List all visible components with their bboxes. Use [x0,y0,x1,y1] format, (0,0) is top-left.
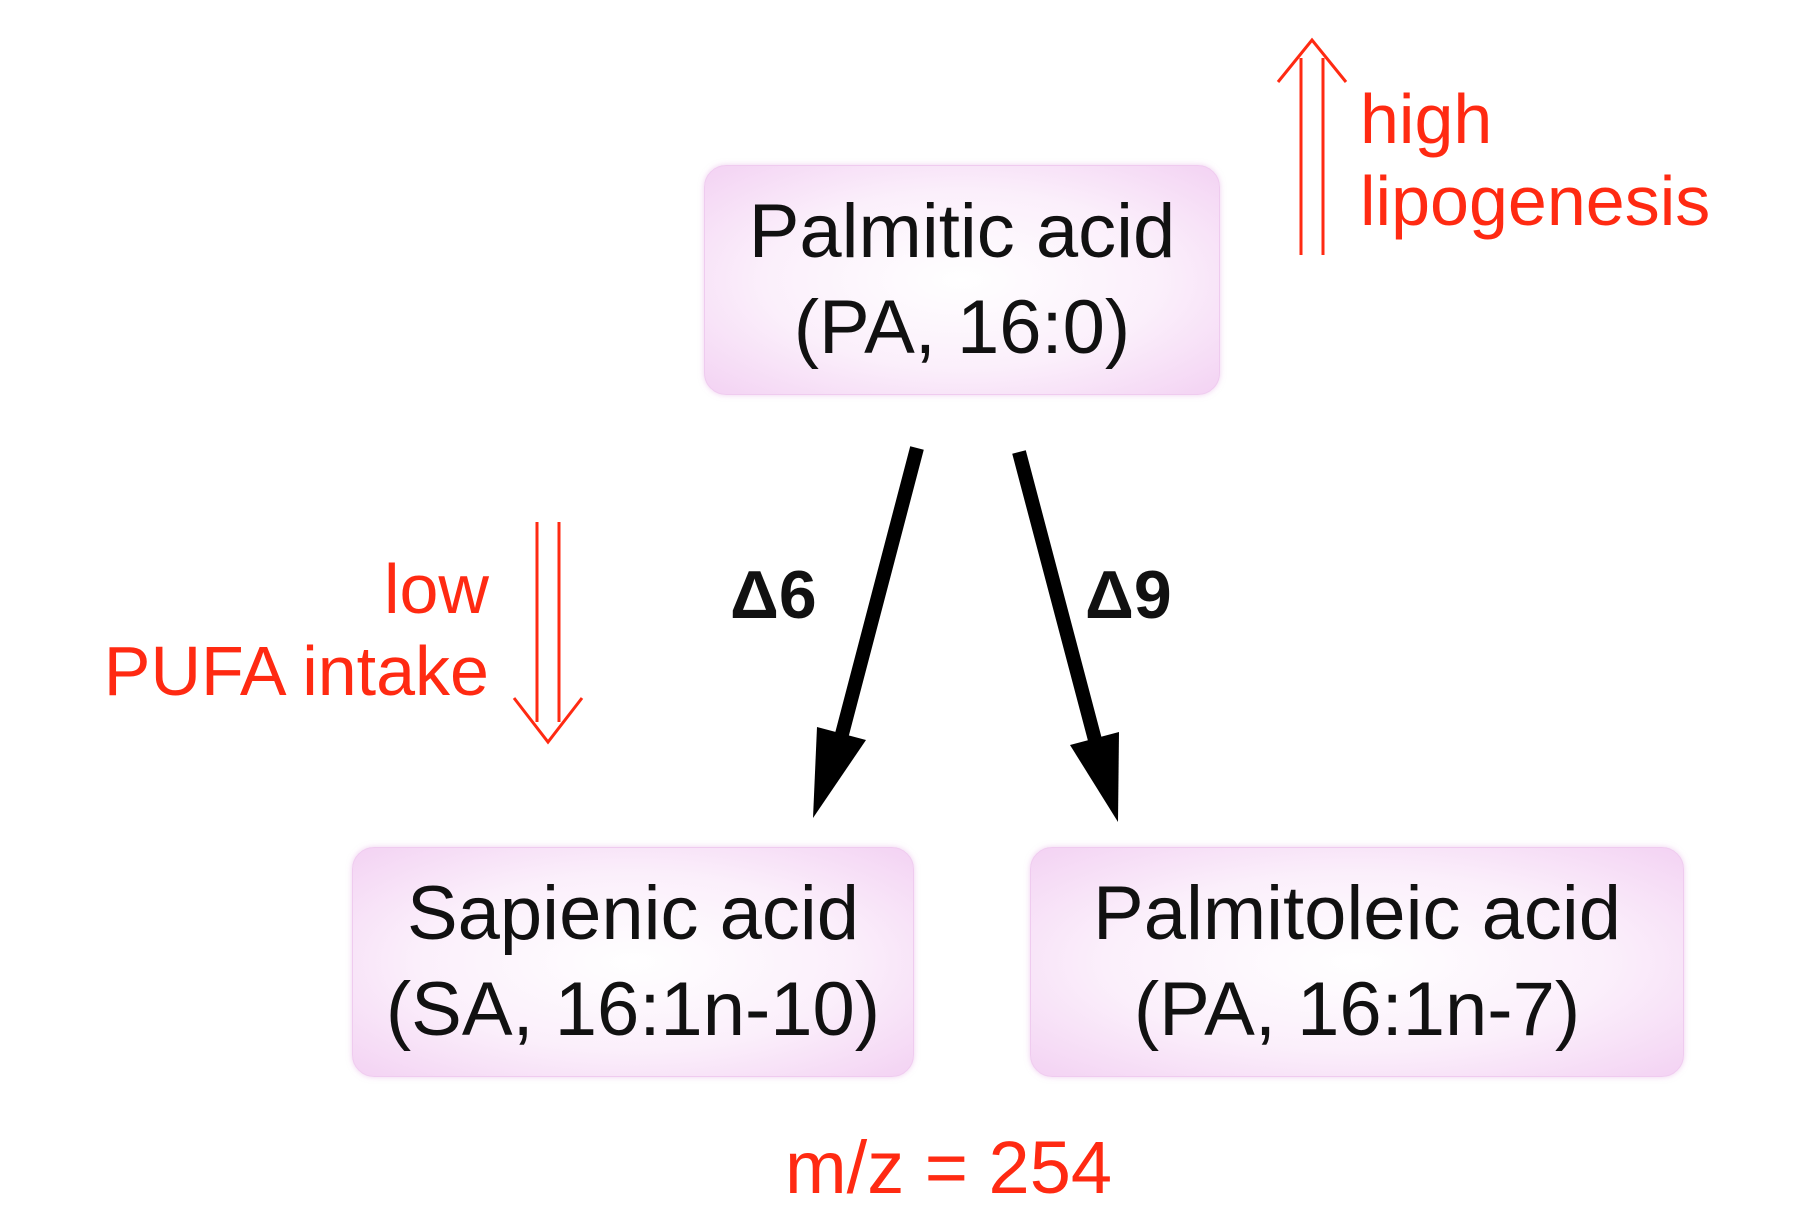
delta6-label: Δ6 [730,557,817,633]
palmitoleic-acid-detail: (PA, 16:1n-7) [1133,967,1581,1052]
delta9-arrowhead [1070,732,1119,822]
low-pufa-intake-label: low PUFA intake [104,548,489,712]
low-pufa-line1: low [383,550,489,628]
delta9-arrow-shaft [1012,450,1102,742]
delta9-label: Δ9 [1085,557,1172,633]
high-lipogenesis-label: high lipogenesis [1360,78,1710,242]
sapienic-acid-name: Sapienic acid [406,871,860,956]
delta6-arrow-shaft [834,446,924,740]
palmitoleic-acid-name: Palmitoleic acid [1093,871,1621,956]
palmitic-acid-name: Palmitic acid [748,189,1176,274]
palmitic-acid-detail: (PA, 16:0) [793,285,1131,370]
delta9-arrow [1012,450,1119,822]
sapienic-acid-detail: (SA, 16:1n-10) [385,967,881,1052]
delta6-arrowhead [813,727,866,818]
mass-to-charge-label: m/z = 254 [785,1126,1113,1209]
high-lipogenesis-line1: high [1360,80,1493,158]
low-pufa-line2: PUFA intake [103,632,489,710]
sapienic-acid-node: Sapienic acid (SA, 16:1n-10) [352,847,914,1077]
high-lipogenesis-line2: lipogenesis [1360,162,1711,240]
up-double-arrow-icon [1276,37,1348,255]
down-double-arrow-icon [512,522,584,745]
delta6-arrow [813,446,924,818]
palmitic-acid-node: Palmitic acid (PA, 16:0) [704,165,1220,395]
palmitoleic-acid-node: Palmitoleic acid (PA, 16:1n-7) [1030,847,1684,1077]
